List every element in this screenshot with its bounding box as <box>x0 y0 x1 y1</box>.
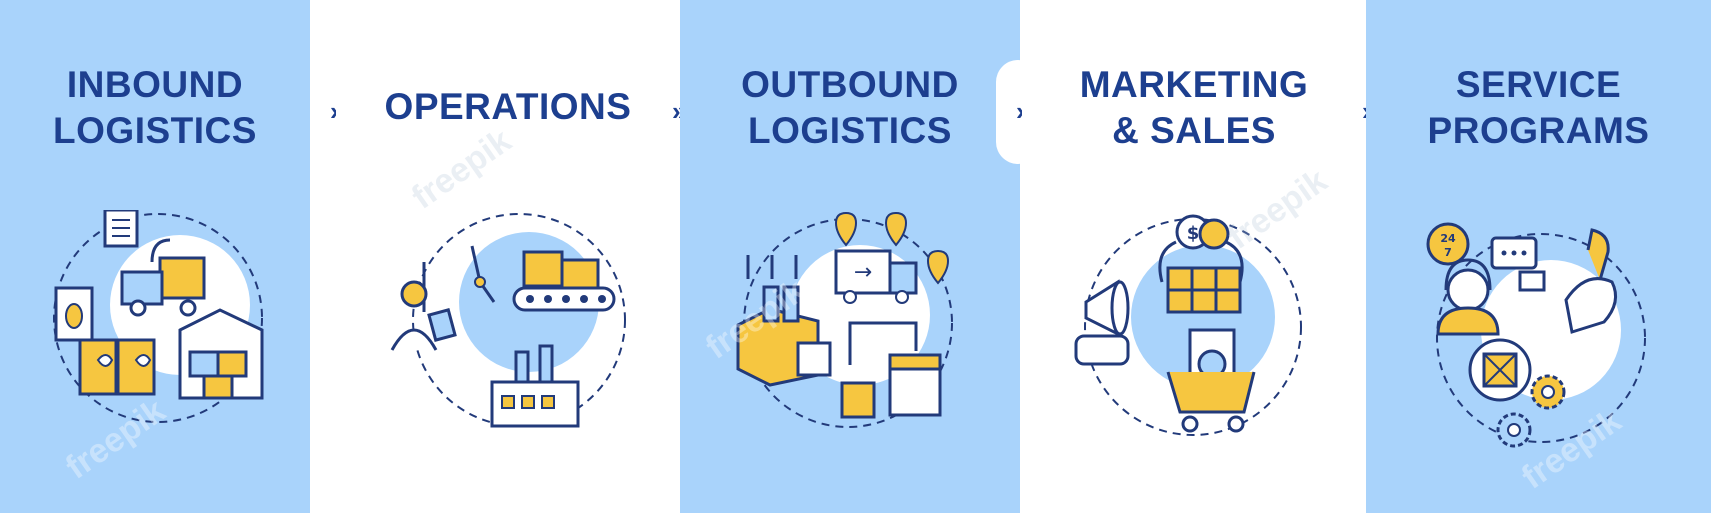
title-line: MARKETING <box>1079 64 1309 105</box>
panel-marketing-sales: MARKETING & SALES $ freepik <box>1022 0 1366 513</box>
title-line: LOGISTICS <box>53 110 257 151</box>
marketing-sales-icon: $ <box>1074 214 1302 436</box>
title-line: INBOUND <box>66 64 244 105</box>
panel-outbound-logistics: OUTBOUND LOGISTICS → freepik <box>680 0 1020 513</box>
panel-title: MARKETING & SALES <box>1022 62 1366 154</box>
panel-title: INBOUND LOGISTICS <box>0 62 310 154</box>
clock-7-icon: 7 <box>1444 246 1452 259</box>
arrow-right-icon: → <box>854 260 872 285</box>
panel-service-programs: SERVICE PROGRAMS 24 7 freepik <box>1366 0 1711 513</box>
service-programs-icon: 24 7 <box>1426 222 1646 448</box>
title-line: LOGISTICS <box>748 110 952 151</box>
title-line: SERVICE <box>1455 64 1622 105</box>
title-line: OUTBOUND <box>741 64 959 105</box>
title-line: OPERATIONS <box>384 86 632 127</box>
panel-title: OUTBOUND LOGISTICS <box>680 62 1020 154</box>
inbound-logistics-icon <box>53 210 264 423</box>
panel-title: SERVICE PROGRAMS <box>1366 62 1711 154</box>
panel-operations: OPERATIONS freepik <box>336 0 680 513</box>
clock-24-icon: 24 <box>1440 232 1456 245</box>
operations-icon <box>390 213 626 428</box>
dollar-icon: $ <box>1187 223 1200 244</box>
title-line: PROGRAMS <box>1427 110 1650 151</box>
panel-title: OPERATIONS <box>336 84 680 130</box>
title-line: & SALES <box>1112 110 1276 151</box>
outbound-logistics-icon: → <box>736 211 953 428</box>
panel-inbound-logistics: INBOUND LOGISTICS freepik <box>0 0 310 513</box>
